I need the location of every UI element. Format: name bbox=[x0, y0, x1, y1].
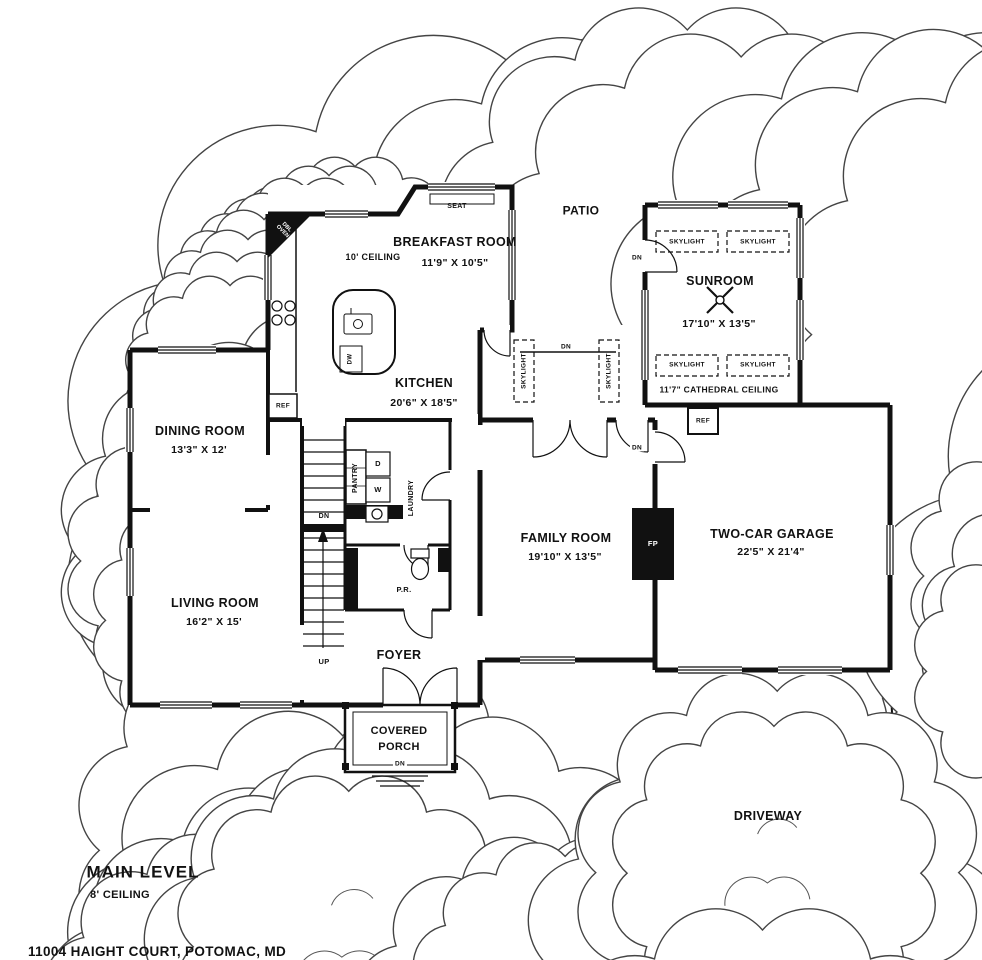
stair-divider bbox=[302, 524, 345, 532]
living-room-dims: 16'2" X 15' bbox=[186, 616, 242, 629]
breakfast-room-name: BREAKFAST ROOM bbox=[393, 235, 517, 250]
address-line: 11004 HAIGHT COURT, POTOMAC, MD bbox=[28, 944, 287, 959]
patio-label: PATIO bbox=[560, 203, 602, 218]
ceiling-fan-icon bbox=[706, 286, 734, 314]
toilet-tank bbox=[410, 548, 430, 559]
porch-name-line1: COVERED bbox=[370, 724, 428, 737]
dryer-box bbox=[365, 451, 391, 477]
powder-sink bbox=[365, 505, 389, 523]
dining-room-name: DINING ROOM bbox=[155, 424, 245, 439]
pantry-closet bbox=[345, 449, 367, 505]
sunroom-dims: 17'10" X 13'5" bbox=[682, 318, 756, 331]
plumbing-wall-2 bbox=[345, 548, 358, 610]
kitchen-ref-label: REF bbox=[275, 402, 291, 410]
double-oven-corner bbox=[268, 214, 312, 258]
fireplace-box bbox=[632, 508, 674, 580]
island-sink-drain bbox=[353, 319, 363, 329]
laundry-label: LAUNDRY bbox=[408, 479, 416, 517]
wall-openings bbox=[150, 240, 660, 710]
washer-label: W bbox=[374, 484, 382, 494]
family-door-dn-label: DN bbox=[629, 444, 645, 452]
sunroom-name: SUNROOM bbox=[686, 274, 754, 289]
dishwasher-box bbox=[339, 345, 363, 373]
washer-box bbox=[365, 477, 391, 503]
family-room-dims: 19'10" X 13'5" bbox=[528, 551, 602, 564]
pantry-label: PANTRY bbox=[352, 462, 360, 494]
island-sink bbox=[343, 313, 373, 335]
driveway-label: DRIVEWAY bbox=[733, 809, 803, 824]
porch-dn-label: DN bbox=[392, 760, 408, 768]
sunroom-ceiling-note: 11'7" CATHEDRAL CEILING bbox=[659, 384, 779, 395]
dishwasher-label: DW bbox=[347, 353, 354, 365]
foyer-label: FOYER bbox=[376, 648, 422, 663]
skylight-outlines bbox=[513, 230, 790, 403]
seat-label: SEAT bbox=[447, 203, 467, 211]
sunroom-door-dn-label: DN bbox=[629, 254, 645, 262]
solid-wall-fills bbox=[268, 214, 674, 610]
cooktop-icon bbox=[271, 300, 296, 326]
staircase bbox=[303, 439, 344, 648]
dining-room-dims: 13'3" X 12' bbox=[171, 444, 227, 457]
breakfast-room-dims: 11'9" X 10'5" bbox=[421, 257, 489, 270]
kitchen-dims: 20'6" X 18'5" bbox=[390, 397, 458, 410]
stairs-dn-label: DN bbox=[316, 513, 332, 521]
breakfast-window-seat bbox=[429, 193, 495, 205]
toilet-bowl bbox=[410, 557, 430, 581]
skylight-label-6: SKYLIGHT bbox=[605, 353, 613, 389]
fireplace-label: FP bbox=[647, 538, 659, 548]
powder-sink-bowl bbox=[371, 508, 383, 520]
windows-layer bbox=[125, 182, 895, 710]
ceiling-height-note: 8' CEILING bbox=[90, 888, 150, 901]
dryer-label: D bbox=[375, 458, 381, 468]
plumbing-wall-3 bbox=[438, 548, 450, 572]
family-room-name: FAMILY ROOM bbox=[520, 531, 612, 546]
skylight-label-4: SKYLIGHT bbox=[740, 361, 776, 369]
skylight-label-1: SKYLIGHT bbox=[669, 238, 705, 246]
patio-step-dn-label: DN bbox=[558, 343, 574, 351]
garage-dims: 22'5" X 21'4" bbox=[737, 546, 805, 559]
kitchen-island bbox=[332, 289, 396, 375]
garage-ref-label: REF bbox=[695, 417, 711, 425]
kitchen-name: KITCHEN bbox=[394, 376, 454, 391]
porch-name-line2: PORCH bbox=[378, 740, 420, 753]
pantry-shelves bbox=[346, 467, 366, 487]
garage-name: TWO-CAR GARAGE bbox=[710, 527, 834, 542]
stairs-up-label: UP bbox=[316, 656, 332, 667]
skylight-label-5: SKYLIGHT bbox=[520, 353, 528, 389]
living-room-name: LIVING ROOM bbox=[171, 596, 259, 611]
garage-ref-box bbox=[687, 407, 719, 435]
kitchen-ref-box bbox=[268, 393, 298, 419]
skylight-label-3: SKYLIGHT bbox=[669, 361, 705, 369]
breakfast-ceiling-note: 10' CEILING bbox=[345, 252, 401, 263]
powder-room-label: P.R. bbox=[394, 584, 414, 595]
fixtures-layer bbox=[268, 193, 790, 787]
main-level-title: MAIN LEVEL bbox=[86, 862, 200, 882]
skylight-label-2: SKYLIGHT bbox=[740, 238, 776, 246]
